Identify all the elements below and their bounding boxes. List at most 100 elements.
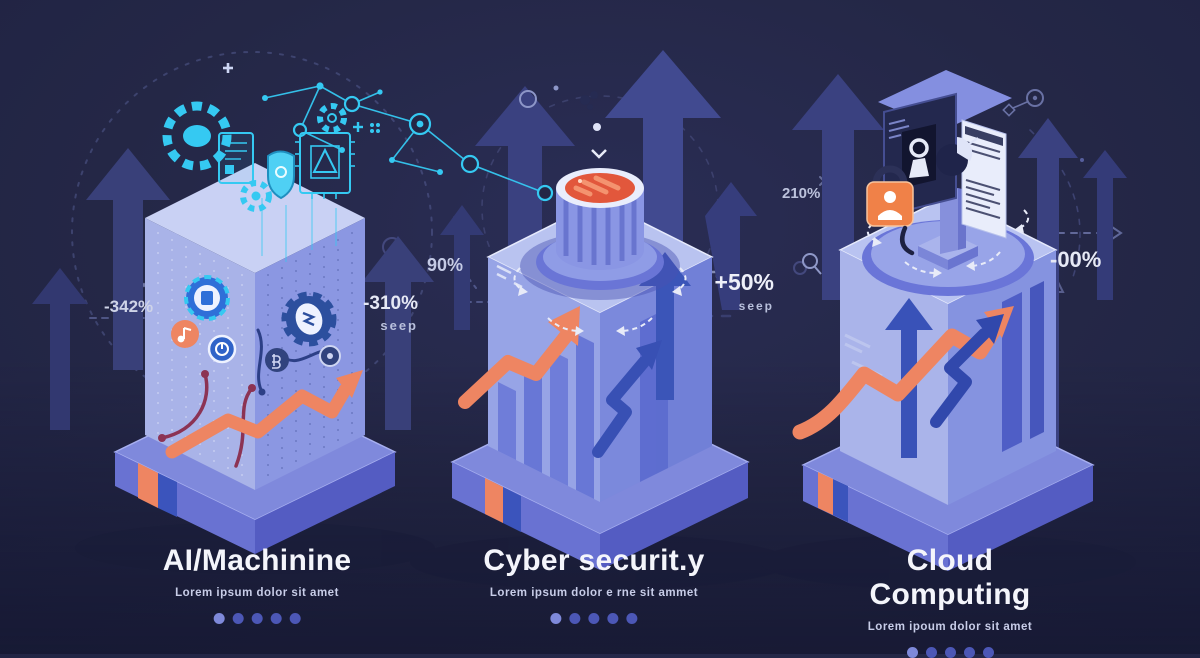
dashed-orbit-circle bbox=[71, 51, 433, 413]
carousel-dot[interactable] bbox=[963, 647, 975, 658]
monitor-stand bbox=[918, 188, 978, 270]
document-icon bbox=[961, 119, 1007, 239]
carousel-dots[interactable] bbox=[483, 613, 704, 624]
percentage-value: -00% bbox=[1050, 247, 1102, 272]
panel-footer-cloud: Cloud Computing Lorem ipoum dolor sit am… bbox=[825, 544, 1075, 658]
base-stripe-blue bbox=[503, 487, 521, 532]
carousel-dot[interactable] bbox=[925, 647, 937, 658]
percentage-value: -310% bbox=[363, 293, 418, 314]
chevron-down-icon bbox=[591, 149, 607, 159]
chip-icon bbox=[218, 132, 254, 184]
node-icon bbox=[343, 95, 361, 113]
gear-icon bbox=[162, 101, 232, 171]
shield-icon bbox=[267, 150, 295, 200]
carousel-dot[interactable] bbox=[626, 613, 638, 624]
bar-chart bbox=[498, 334, 594, 499]
up-arrow bbox=[792, 74, 884, 300]
dashed-arc bbox=[1029, 129, 1081, 281]
panel-title: AI/Machinine bbox=[162, 544, 352, 577]
circle-dot-icon bbox=[1002, 89, 1044, 117]
carousel-dot[interactable] bbox=[550, 613, 562, 624]
up-arrow-navy bbox=[639, 252, 691, 400]
panel-title: Cyber securit.y bbox=[483, 544, 705, 577]
arrow-right-icon bbox=[1111, 226, 1123, 240]
carousel-dot[interactable] bbox=[607, 613, 619, 624]
ai-chip-icon bbox=[295, 132, 355, 199]
percentage-label: -310% seep bbox=[360, 293, 418, 333]
zigzag-arrow-navy bbox=[930, 314, 1004, 428]
plus-icon bbox=[223, 63, 233, 73]
panel-subtitle: Lorem ipoum dolor sit amet bbox=[867, 621, 1033, 633]
percentage-caption: seep bbox=[738, 299, 774, 313]
node-icon bbox=[460, 154, 480, 174]
plus-icon bbox=[353, 122, 363, 132]
bar-slat bbox=[1002, 292, 1022, 452]
carousel-dot[interactable] bbox=[289, 613, 301, 624]
carousel-dot[interactable] bbox=[251, 613, 263, 624]
percentage-label: +50% seep bbox=[712, 269, 774, 313]
carousel-dots[interactable] bbox=[163, 613, 352, 624]
panel-footer-ai: AI/Machinine Lorem ipsum dolor sit amet bbox=[163, 544, 352, 624]
base-stripe-blue bbox=[833, 479, 848, 522]
carousel-dot[interactable] bbox=[213, 613, 225, 624]
gear-icon bbox=[240, 180, 272, 212]
percentage-label: 90% bbox=[427, 255, 464, 275]
up-arrow bbox=[605, 50, 721, 300]
base-stripe-blue bbox=[158, 473, 177, 517]
dots-cluster-icon bbox=[370, 123, 380, 133]
node-badge-icon bbox=[319, 345, 341, 367]
bar-slat bbox=[1030, 281, 1044, 439]
magnifier-icon bbox=[802, 253, 822, 275]
up-arrow bbox=[440, 205, 484, 330]
up-arrow bbox=[86, 148, 170, 370]
carousel-dot[interactable] bbox=[944, 647, 956, 658]
padlock-icon bbox=[866, 165, 914, 227]
rotation-arrows bbox=[513, 267, 687, 332]
carousel-dots[interactable] bbox=[825, 647, 1075, 658]
coin-badge-icon bbox=[265, 348, 289, 372]
up-arrow bbox=[32, 268, 88, 430]
gear-icon bbox=[281, 291, 337, 347]
ring-icon bbox=[793, 261, 807, 275]
rotation-arrowheads bbox=[518, 286, 682, 336]
up-arrow bbox=[362, 236, 434, 430]
trend-arrow-orange bbox=[165, 370, 363, 459]
node-icon bbox=[536, 184, 554, 202]
floating-particles bbox=[519, 85, 607, 159]
base-stripe-orange bbox=[818, 472, 833, 515]
carousel-dot[interactable] bbox=[232, 613, 244, 624]
music-note-badge-icon bbox=[171, 320, 199, 348]
percentage-label: 210% bbox=[782, 185, 821, 202]
database-knob-icon bbox=[556, 168, 644, 270]
panel-subtitle: Lorem ipsum dolor sit amet bbox=[175, 587, 339, 599]
trend-arrow-orange bbox=[458, 306, 580, 409]
carousel-dot[interactable] bbox=[569, 613, 581, 624]
percentage-value: +50% bbox=[714, 269, 774, 295]
percentage-label: -342% bbox=[104, 297, 154, 316]
pedestal-cloud bbox=[792, 70, 1095, 571]
pie-chart-icon bbox=[936, 137, 979, 176]
carousel-dot[interactable] bbox=[270, 613, 282, 624]
rotation-arrowheads bbox=[872, 224, 1024, 278]
carousel-dot[interactable] bbox=[982, 647, 994, 658]
gear-icon bbox=[317, 103, 347, 133]
carousel-dot[interactable] bbox=[906, 647, 918, 658]
up-arrow bbox=[705, 182, 757, 310]
base-stripe-orange bbox=[485, 478, 503, 523]
carousel-dot[interactable] bbox=[588, 613, 600, 624]
keyhole-icon bbox=[909, 138, 929, 158]
up-arrow bbox=[475, 86, 575, 310]
panel-subtitle: Lorem ipsum dolor e rne sit ammet bbox=[489, 587, 699, 599]
panel-title: Cloud Computing bbox=[869, 544, 1031, 611]
zigzag-arrow-navy bbox=[592, 340, 662, 458]
percentage-label: -00% bbox=[1050, 247, 1101, 273]
pedestal-ai bbox=[113, 163, 397, 554]
cable bbox=[899, 225, 915, 256]
pedestal-cyber bbox=[450, 85, 750, 570]
gear-badge-icon bbox=[184, 275, 230, 321]
percentage-caption: seep bbox=[380, 318, 418, 333]
base-stripe-orange bbox=[138, 463, 158, 508]
clock-badge-icon bbox=[207, 334, 237, 364]
up-arrow bbox=[1083, 150, 1127, 300]
